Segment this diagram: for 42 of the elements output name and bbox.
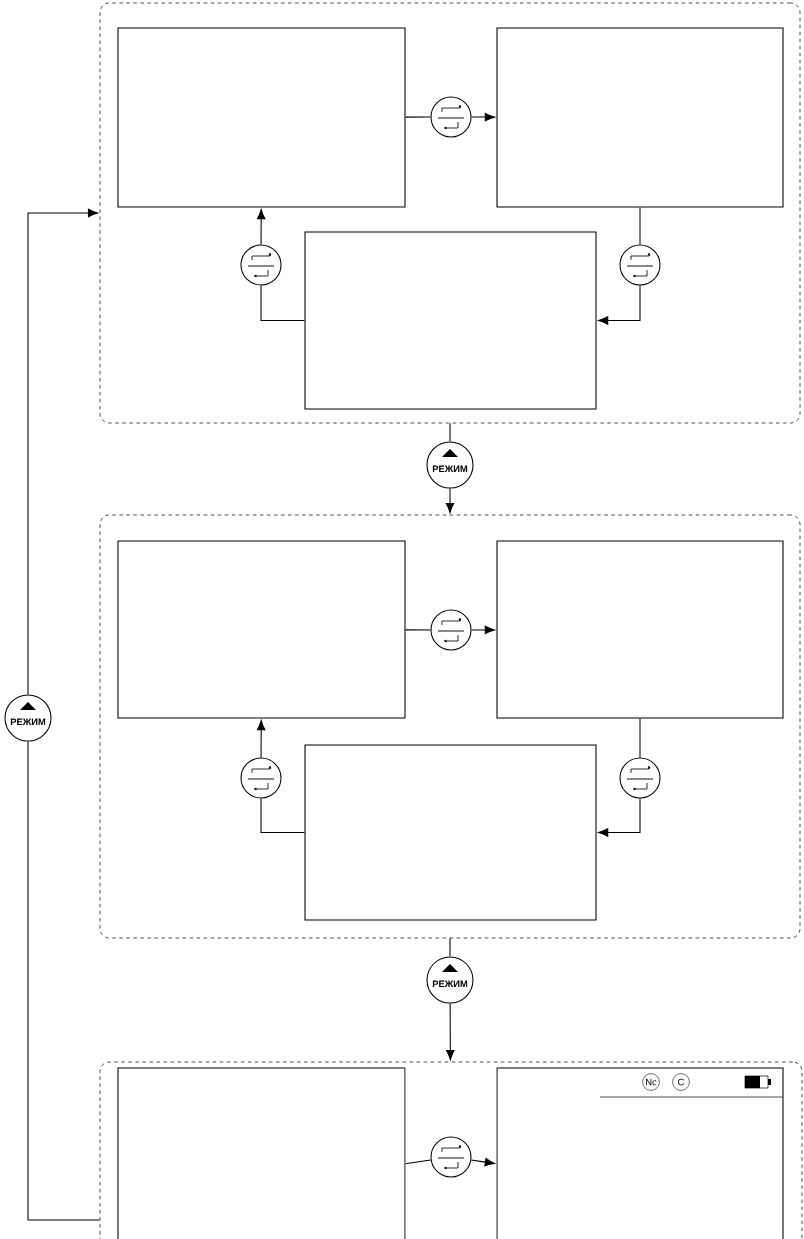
cycle-button xyxy=(619,757,661,799)
connector xyxy=(471,112,495,122)
connector xyxy=(598,798,641,837)
connector xyxy=(449,937,451,957)
connector xyxy=(471,625,495,635)
connector xyxy=(598,285,641,325)
cycle-button xyxy=(430,1136,472,1178)
dashed-group-frame xyxy=(99,1061,803,1239)
connector xyxy=(449,422,451,442)
display-screen xyxy=(117,1067,406,1239)
display-screen xyxy=(117,540,406,719)
connector xyxy=(446,1003,455,1061)
connector xyxy=(27,208,99,695)
display-screen xyxy=(496,27,784,208)
cycle-button xyxy=(240,757,282,799)
display-screen xyxy=(117,27,406,208)
connector xyxy=(405,1159,432,1165)
cycle-button xyxy=(619,244,661,286)
connector xyxy=(256,209,266,245)
cycle-button xyxy=(430,96,472,138)
cycle-button xyxy=(430,609,472,651)
connector xyxy=(405,116,431,118)
dashed-group-frame xyxy=(99,2,801,424)
mode-button: РЕЖИМ xyxy=(4,694,52,742)
connector xyxy=(256,720,266,758)
status-indicator: C xyxy=(672,1073,690,1091)
display-screen xyxy=(304,231,597,410)
connector xyxy=(470,1157,495,1167)
dashed-group-frame xyxy=(99,514,801,939)
connector xyxy=(260,285,305,322)
connector xyxy=(27,741,101,1221)
connector xyxy=(639,718,641,758)
display-screen xyxy=(304,744,597,921)
connector xyxy=(405,629,431,631)
connector xyxy=(260,798,305,834)
cycle-button xyxy=(240,244,282,286)
mode-button: РЕЖИМ xyxy=(426,956,474,1004)
display-screen xyxy=(496,540,784,719)
mode-button: РЕЖИМ xyxy=(426,441,474,489)
status-indicator: Nc xyxy=(642,1073,660,1091)
connector xyxy=(445,488,455,514)
connector xyxy=(639,207,641,245)
